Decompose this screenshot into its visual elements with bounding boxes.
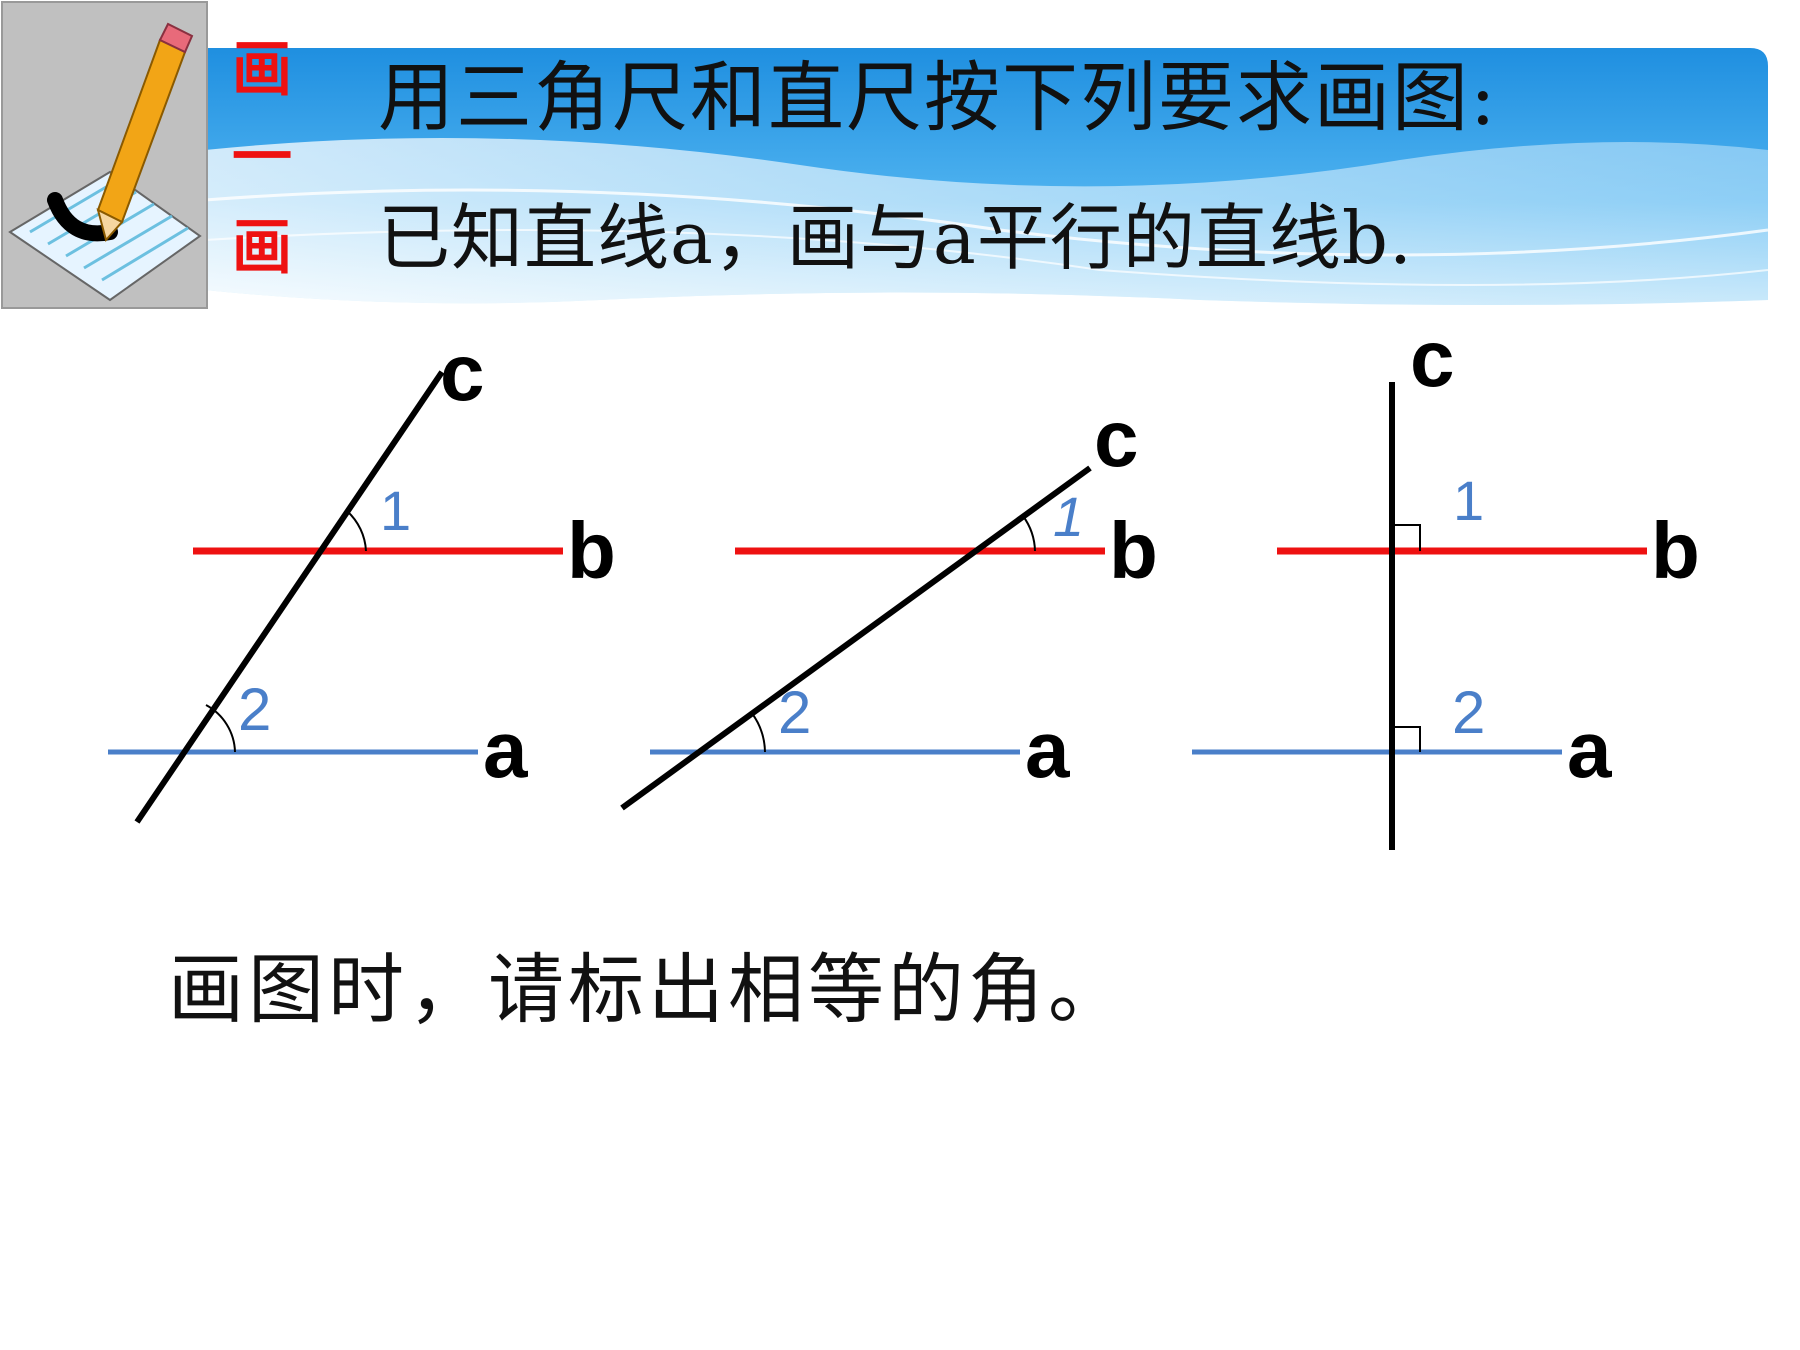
fig2-label-a: a	[1025, 705, 1070, 794]
fig2-angle-1-label: 1	[1053, 485, 1084, 548]
fig1-line-c	[134, 370, 445, 824]
instruction-note: 画图时，请标出相等的角。	[168, 945, 1128, 1034]
fig3-label-b: b	[1651, 506, 1700, 595]
fig2-line-c	[620, 465, 1092, 811]
slide-title: 用三角尺和直尺按下列要求画图:	[378, 53, 1498, 142]
slide-subtitle: 已知直线a，画与a平行的直线b.	[378, 196, 1413, 280]
figure-1: 1 2 c b a	[108, 328, 616, 824]
fig1-angle-1-label: 1	[380, 479, 411, 542]
fig1-angle-2-label: 2	[238, 676, 271, 743]
fig1-label-b: b	[567, 506, 616, 595]
fig3-label-c: c	[1410, 314, 1455, 403]
fig2-angle-1-arc	[1022, 515, 1036, 552]
fig1-angle-2-arc	[205, 704, 236, 753]
fig1-label-a: a	[483, 705, 528, 794]
fig3-label-a: a	[1567, 705, 1612, 794]
fig3-angle-1-label: 1	[1453, 469, 1484, 532]
fig3-angle-2-label: 2	[1452, 679, 1485, 746]
banner-wave	[205, 138, 1768, 305]
fig2-angle-2-label: 2	[778, 679, 811, 746]
fig2-angle-2-arc	[750, 711, 766, 753]
header-banner	[1, 1, 1769, 309]
fig3-right-angle-2	[1395, 726, 1421, 752]
fig2-label-b: b	[1109, 506, 1158, 595]
figure-3: 1 2 c b a	[1192, 314, 1700, 850]
fig1-label-c: c	[440, 328, 485, 417]
fig2-label-c: c	[1094, 394, 1139, 483]
fig3-right-angle-1	[1395, 524, 1421, 551]
side-char-1: 画	[232, 35, 292, 105]
fig1-angle-1-arc	[346, 510, 367, 552]
side-char-3: 画	[232, 213, 292, 283]
side-char-2: 一	[232, 123, 292, 193]
pencil-on-paper-icon	[1, 1, 208, 309]
figure-2: 1 2 c b a	[620, 394, 1158, 811]
